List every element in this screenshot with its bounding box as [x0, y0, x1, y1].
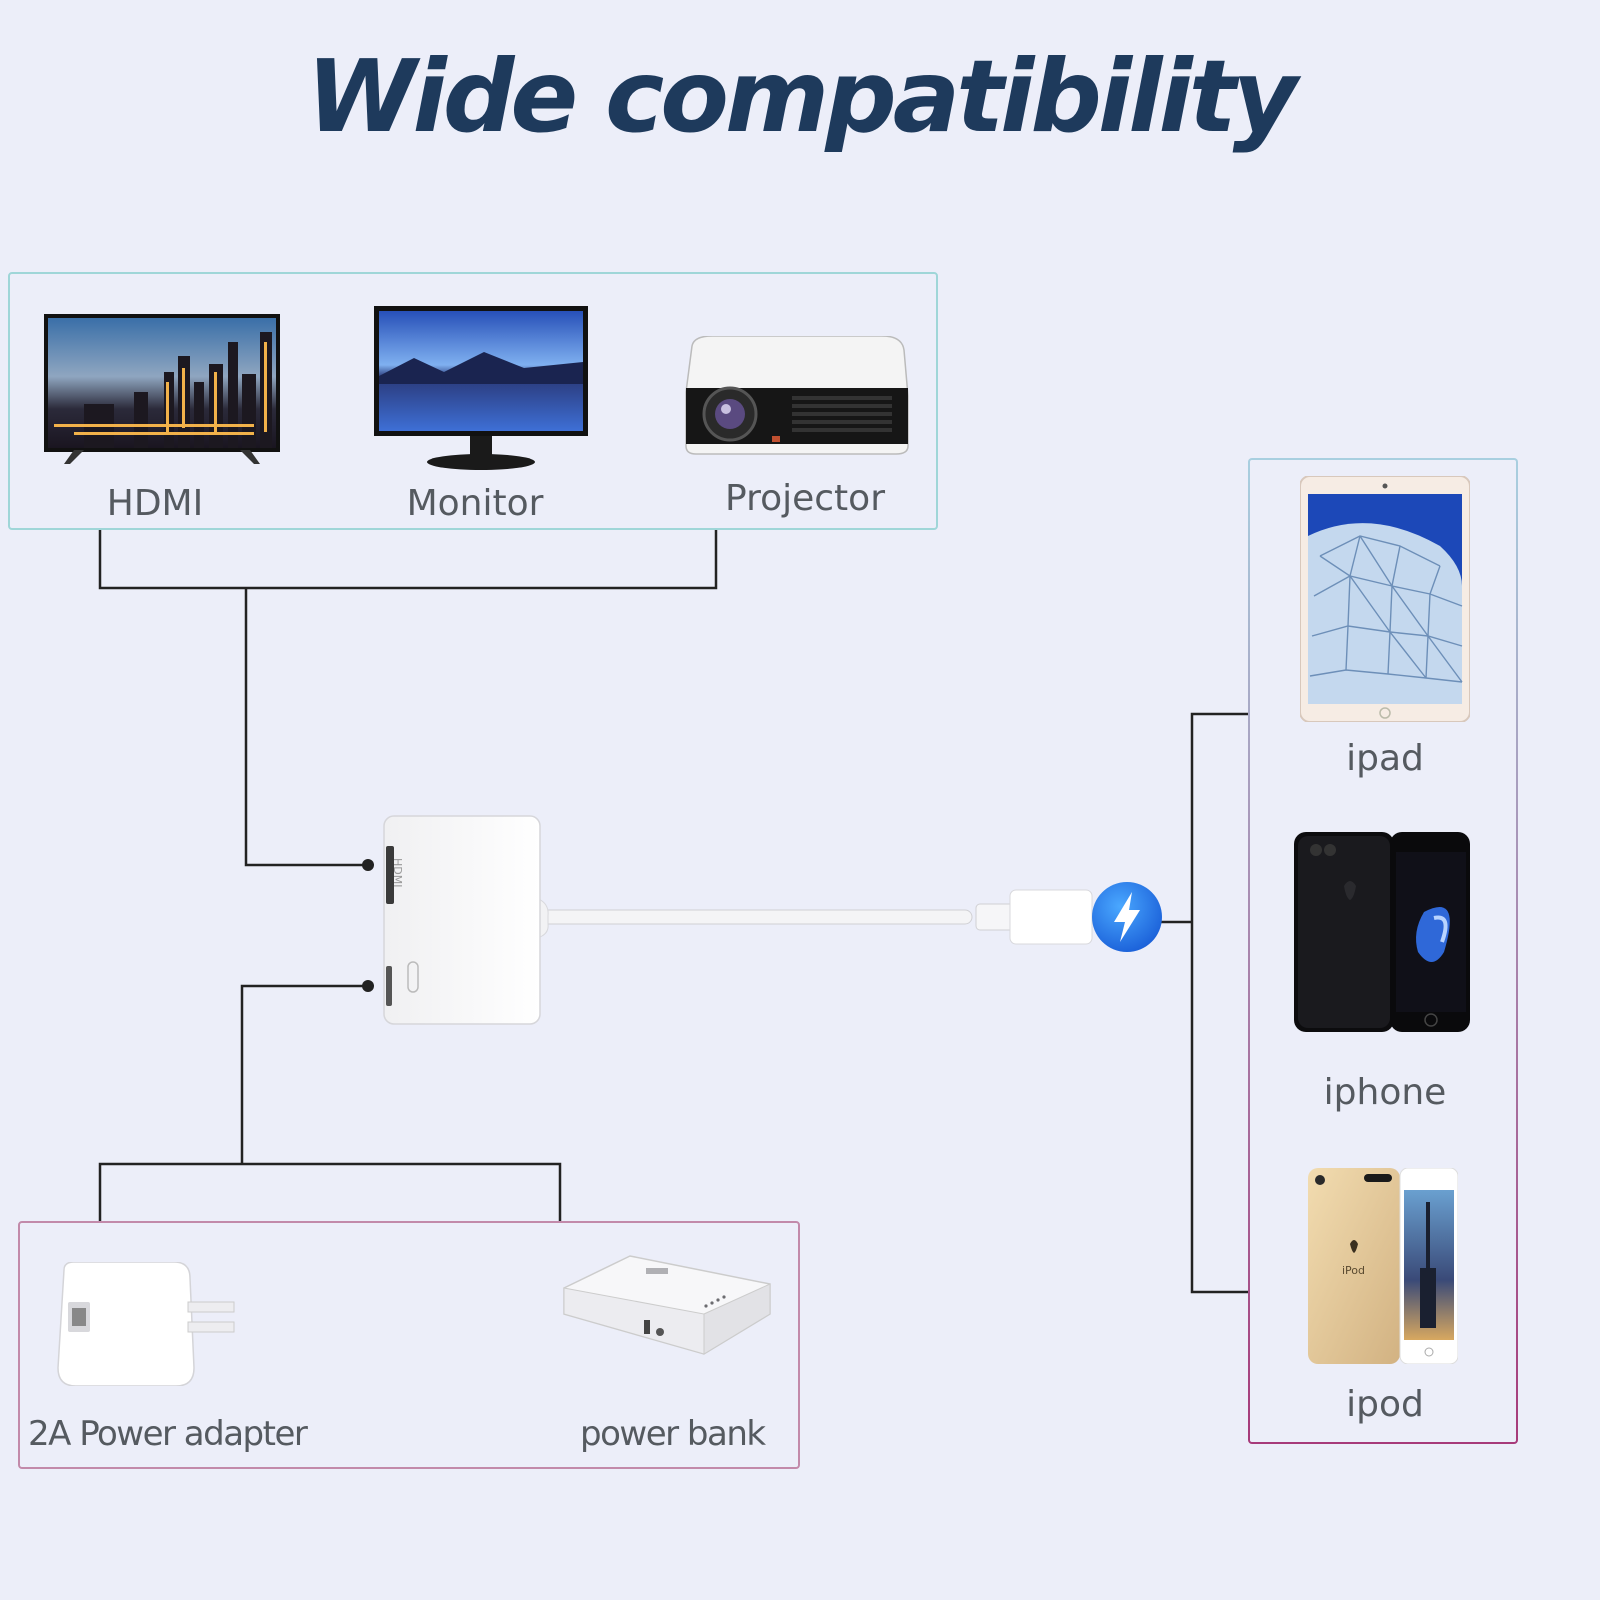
ipod-logo-text: iPod — [1342, 1264, 1365, 1277]
device-label-ipad: ipad — [1346, 738, 1424, 779]
power-bank-icon — [563, 1255, 771, 1355]
display-connector-line — [98, 530, 718, 590]
devices-connector-line — [1190, 712, 1248, 1294]
display-label-monitor: Monitor — [406, 483, 544, 524]
power-adapter-icon — [57, 1262, 235, 1386]
device-label-iphone: iphone — [1323, 1072, 1447, 1113]
display-devices-group — [8, 272, 938, 530]
display-to-hdmi-line — [244, 588, 368, 867]
power-to-port-line — [240, 984, 368, 1164]
ipod-icon: iPod — [1308, 1168, 1458, 1364]
lightning-icon — [1092, 882, 1162, 952]
device-label-ipod: ipod — [1346, 1384, 1424, 1425]
hdmi-lightning-adapter — [383, 815, 1093, 1025]
iphone-icon — [1294, 832, 1470, 1032]
adapter-port-label: HDMI — [391, 858, 404, 888]
tv-icon — [44, 314, 280, 464]
page-title: Wide compatibility — [306, 38, 1298, 155]
power-connector-line — [98, 1162, 562, 1221]
ipad-icon — [1300, 476, 1470, 722]
power-label-adapter: 2A Power adapter — [28, 1414, 308, 1454]
power-sources-group — [18, 1221, 800, 1469]
projector-icon — [685, 336, 909, 455]
hdmi-port-dot — [362, 859, 374, 871]
display-label-projector: Projector — [725, 478, 885, 519]
monitor-icon — [374, 306, 588, 470]
power-port-dot — [362, 980, 374, 992]
power-label-bank: power bank — [580, 1414, 766, 1454]
display-label-hdmi: HDMI — [106, 483, 204, 524]
